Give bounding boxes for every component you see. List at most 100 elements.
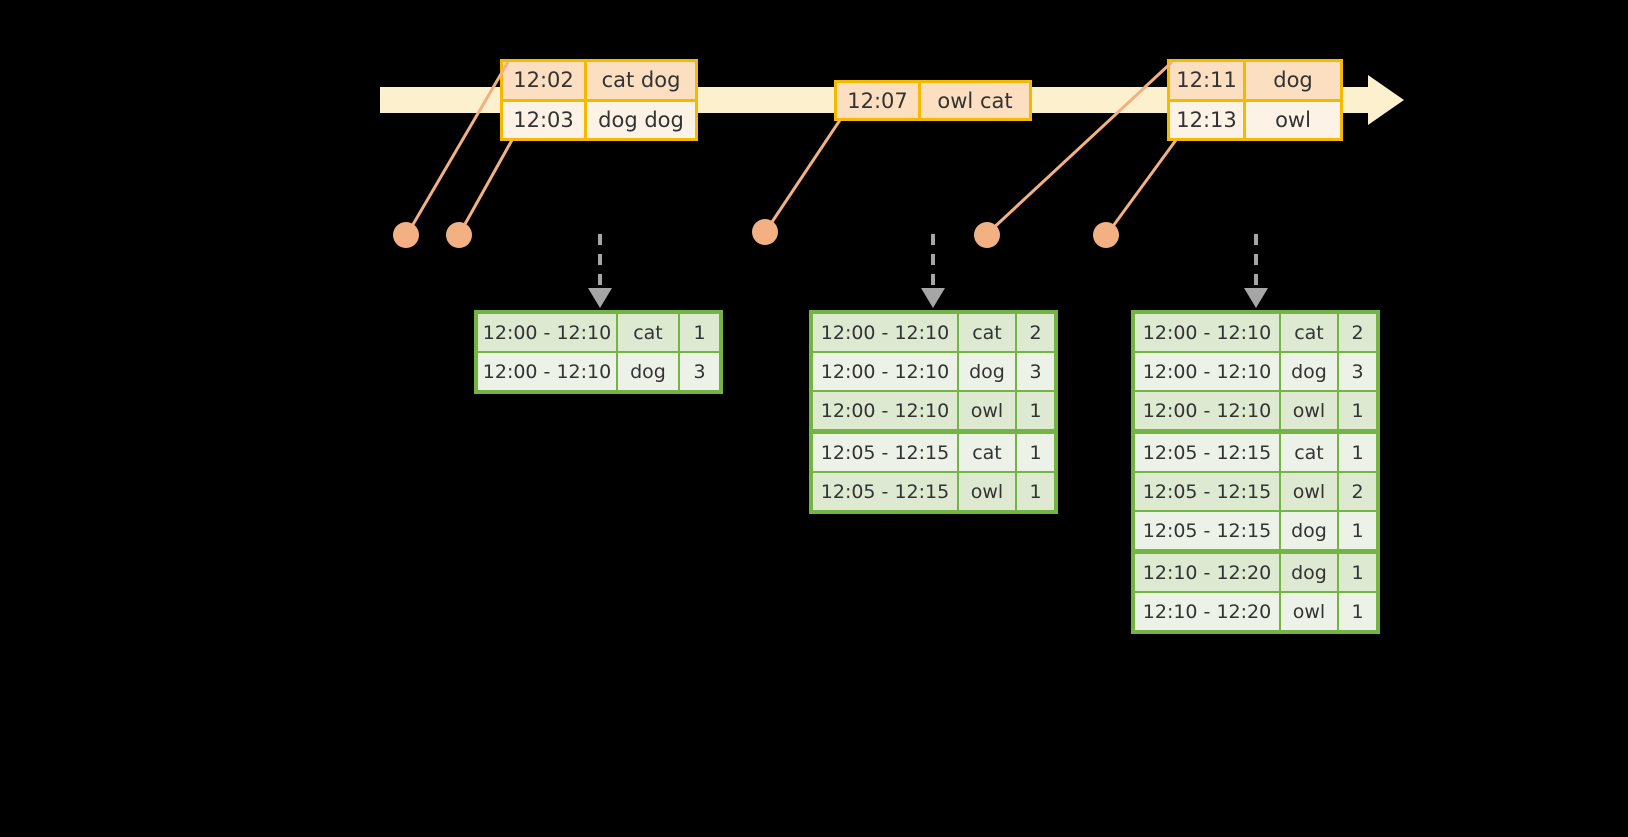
connector-dots (393, 219, 1119, 248)
event-value-cell: dog dog (587, 101, 695, 138)
window-cell: 12:10 - 12:20 (1135, 554, 1281, 591)
key-cell: owl (959, 473, 1017, 510)
count-label: 1 (1029, 441, 1042, 464)
event-group-3[interactable]: 12:11 dog 12:13 owl (1167, 59, 1343, 141)
event-value-cell: dog (1246, 62, 1340, 99)
count-label: 3 (1029, 360, 1042, 383)
count-cell: 1 (1339, 593, 1376, 630)
count-label: 1 (1351, 600, 1364, 623)
count-cell: 1 (1017, 434, 1054, 471)
key-cell: owl (959, 392, 1017, 429)
table-row: 12:00 - 12:10 cat 2 (1135, 314, 1376, 351)
event-row: 12:13 owl (1170, 98, 1340, 138)
window-cell: 12:00 - 12:10 (478, 353, 618, 390)
event-group-2[interactable]: 12:07 owl cat (834, 80, 1032, 121)
key-cell: dog (1281, 512, 1339, 549)
key-label: cat (633, 321, 663, 344)
window-label: 12:05 - 12:15 (1142, 519, 1272, 542)
table-row: 12:00 - 12:10 cat 2 (813, 314, 1054, 351)
key-label: owl (970, 480, 1004, 503)
count-cell: 2 (1339, 314, 1376, 351)
key-cell: owl (1281, 392, 1339, 429)
event-value-cell: owl cat (921, 83, 1029, 118)
event-time: 12:03 (513, 107, 574, 132)
window-label: 12:05 - 12:15 (1142, 441, 1272, 464)
result-table-1[interactable]: 12:00 - 12:10 cat 1 12:00 - 12:10 dog 3 (474, 310, 723, 394)
key-cell: dog (1281, 554, 1339, 591)
key-cell: owl (1281, 593, 1339, 630)
event-time-cell: 12:07 (837, 83, 921, 118)
key-cell: cat (959, 434, 1017, 471)
window-label: 12:00 - 12:10 (482, 321, 612, 344)
table-row: 12:00 - 12:10 cat 1 (478, 314, 719, 351)
window-cell: 12:10 - 12:20 (1135, 593, 1281, 630)
connector-line (1106, 139, 1178, 234)
event-row: 12:11 dog (1170, 62, 1340, 99)
count-cell: 2 (1017, 314, 1054, 351)
connector-dot (752, 219, 778, 245)
key-cell: dog (1281, 353, 1339, 390)
table-row: 12:05 - 12:15 owl 2 (1135, 471, 1376, 510)
table-row: 12:00 - 12:10 dog 3 (478, 351, 719, 390)
count-cell: 1 (1339, 554, 1376, 591)
window-cell: 12:05 - 12:15 (813, 434, 959, 471)
window-cell: 12:05 - 12:15 (1135, 434, 1281, 471)
window-cell: 12:00 - 12:10 (1135, 353, 1281, 390)
window-cell: 12:05 - 12:15 (1135, 512, 1281, 549)
timeline-arrowhead-icon (1368, 75, 1404, 125)
event-group-1[interactable]: 12:02 cat dog 12:03 dog dog (500, 59, 698, 141)
count-label: 1 (1351, 441, 1364, 464)
table-row: 12:00 - 12:10 dog 3 (813, 351, 1054, 390)
window-label: 12:10 - 12:20 (1142, 600, 1272, 623)
count-cell: 3 (680, 353, 719, 390)
key-cell: cat (959, 314, 1017, 351)
count-label: 1 (1351, 399, 1364, 422)
table-row: 12:10 - 12:20 dog 1 (1135, 549, 1376, 591)
count-cell: 3 (1017, 353, 1054, 390)
count-cell: 1 (680, 314, 719, 351)
result-table-3[interactable]: 12:00 - 12:10 cat 2 12:00 - 12:10 dog 3 … (1131, 310, 1380, 634)
window-cell: 12:00 - 12:10 (813, 314, 959, 351)
table-row: 12:05 - 12:15 cat 1 (813, 429, 1054, 471)
trigger-arrowhead-icon (1244, 288, 1268, 308)
table-row: 12:05 - 12:15 cat 1 (1135, 429, 1376, 471)
table-row: 12:00 - 12:10 owl 1 (1135, 390, 1376, 429)
window-cell: 12:00 - 12:10 (478, 314, 618, 351)
count-label: 3 (693, 360, 706, 383)
event-value: dog dog (598, 107, 684, 132)
event-value: owl (1275, 107, 1311, 132)
key-label: cat (972, 321, 1002, 344)
key-label: cat (1294, 441, 1324, 464)
event-time: 12:02 (513, 68, 574, 93)
count-cell: 1 (1339, 392, 1376, 429)
connector-dot (974, 222, 1000, 248)
trigger-arrowheads (588, 288, 1268, 308)
connector-dot (446, 222, 472, 248)
connector-line (764, 119, 842, 232)
key-cell: dog (618, 353, 680, 390)
key-label: owl (1292, 600, 1326, 623)
trigger-arrowhead-icon (921, 288, 945, 308)
count-cell: 3 (1339, 353, 1376, 390)
key-cell: dog (959, 353, 1017, 390)
key-cell: cat (1281, 434, 1339, 471)
count-cell: 1 (1017, 392, 1054, 429)
count-cell: 1 (1339, 434, 1376, 471)
key-label: owl (970, 399, 1004, 422)
count-label: 2 (1029, 321, 1042, 344)
table-row: 12:00 - 12:10 dog 3 (1135, 351, 1376, 390)
count-label: 1 (1029, 480, 1042, 503)
count-label: 1 (1351, 561, 1364, 584)
connector-dot (393, 222, 419, 248)
event-value: owl cat (937, 88, 1013, 113)
result-table-2[interactable]: 12:00 - 12:10 cat 2 12:00 - 12:10 dog 3 … (809, 310, 1058, 514)
count-label: 1 (1351, 519, 1364, 542)
key-cell: cat (1281, 314, 1339, 351)
event-row: 12:03 dog dog (503, 98, 695, 138)
window-label: 12:00 - 12:10 (820, 321, 950, 344)
window-label: 12:10 - 12:20 (1142, 561, 1272, 584)
window-label: 12:00 - 12:10 (820, 399, 950, 422)
window-label: 12:05 - 12:15 (820, 480, 950, 503)
count-label: 1 (1029, 399, 1042, 422)
